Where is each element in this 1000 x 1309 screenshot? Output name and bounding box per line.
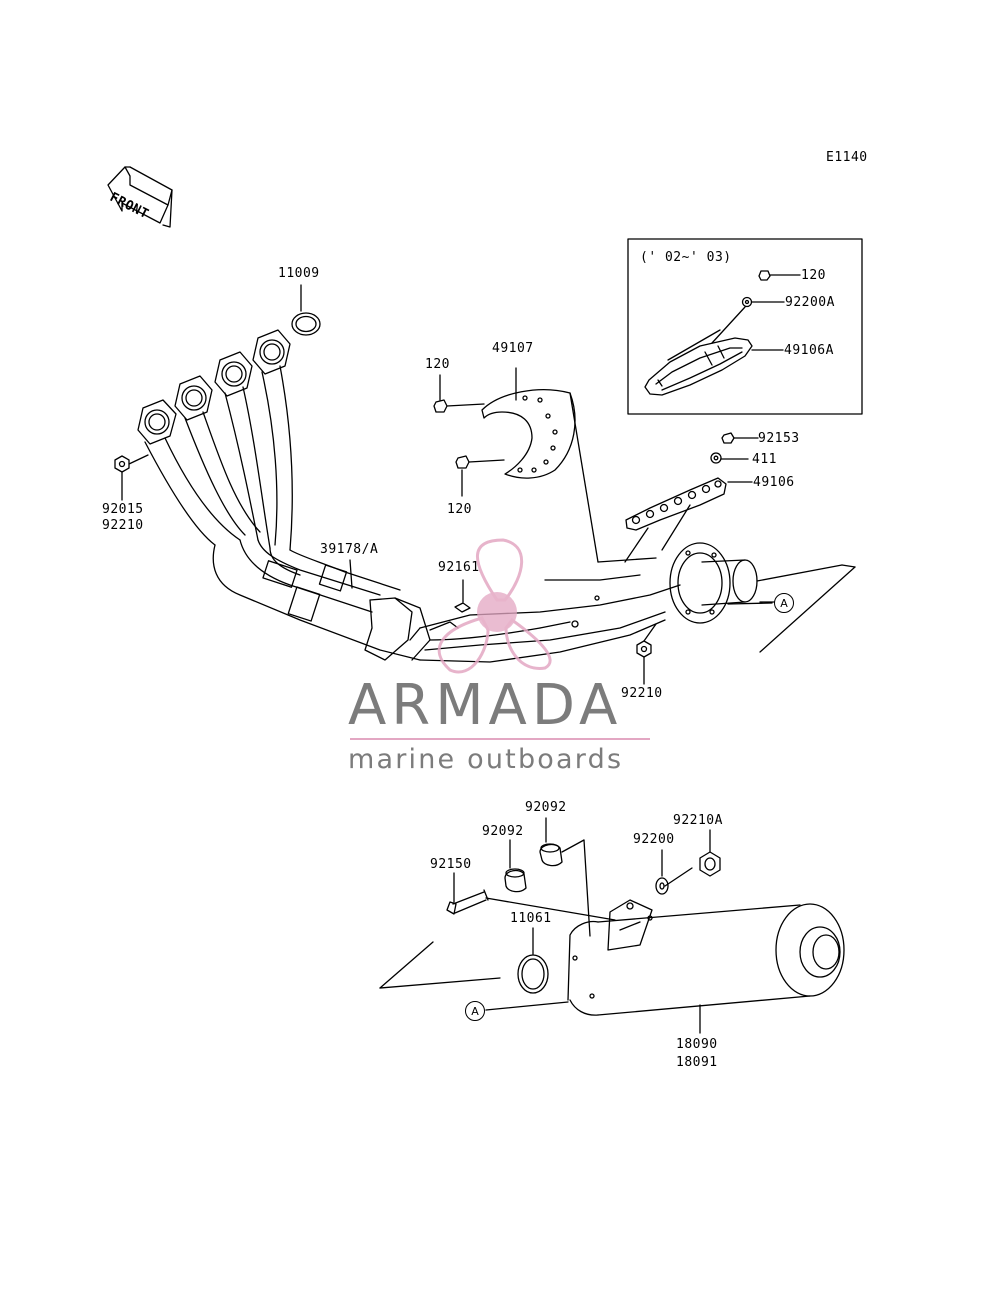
gasket-11009-icon (291, 284, 321, 336)
label-120-lower: 120 (447, 502, 472, 517)
label-92210A: 92210A (673, 813, 723, 828)
header-pipes (144, 365, 421, 661)
diagram-code: E1140 (826, 150, 868, 165)
bolt-120-lower-icon (455, 455, 505, 497)
ref-a-lower: A (465, 1001, 485, 1021)
label-92092-lower: 92092 (482, 824, 524, 839)
inset-box (627, 238, 863, 415)
label-49107: 49107 (492, 341, 534, 356)
label-92150: 92150 (430, 857, 472, 872)
header-flanges (137, 329, 291, 445)
nut-92210A-icon (699, 829, 721, 877)
watermark-title: ARMADA (348, 673, 623, 738)
label-92200: 92200 (633, 832, 675, 847)
label-92200A: 92200A (785, 295, 835, 310)
label-92015: 92015 (102, 502, 144, 517)
inset-bolt-icon (758, 270, 801, 281)
front-arrow-icon (107, 166, 173, 228)
nut-92210-icon (636, 623, 657, 685)
collector (262, 560, 681, 663)
armada-propeller-logo-icon (437, 538, 552, 674)
bolt-120-icon (433, 374, 485, 413)
label-92210-left: 92210 (102, 518, 144, 533)
ref-a-upper: A (774, 593, 794, 613)
label-411: 411 (752, 452, 777, 467)
label-18090: 18090 (676, 1037, 718, 1052)
label-92161: 92161 (438, 560, 480, 575)
label-11009: 11009 (278, 266, 320, 281)
label-92092-upper: 92092 (525, 800, 567, 815)
label-92153: 92153 (758, 431, 800, 446)
washer-411-icon (710, 452, 749, 464)
bolt-92153-icon (721, 432, 759, 444)
nut-92092-icon (504, 839, 527, 893)
label-120-inset: 120 (801, 268, 826, 283)
nut-92015-icon (114, 454, 149, 501)
label-11061: 11061 (510, 911, 552, 926)
gasket-11061-icon (517, 927, 549, 994)
inset-guard-icon (644, 329, 784, 396)
label-18091: 18091 (676, 1055, 718, 1070)
heat-guard-49107-icon (481, 367, 657, 563)
label-92210-right: 92210 (621, 686, 663, 701)
leader-39178 (349, 559, 353, 589)
label-120-upper: 120 (425, 357, 450, 372)
watermark-rule (350, 738, 650, 740)
nut-92092-upper-icon (539, 817, 563, 867)
label-49106: 49106 (753, 475, 795, 490)
assembly-lines (379, 839, 693, 1011)
watermark-subtitle: marine outboards (348, 744, 624, 775)
clip-92161-icon (454, 579, 471, 613)
bolt-92150-icon (446, 872, 489, 915)
washer-92200-icon (655, 849, 669, 895)
tailpipe-flange (669, 542, 856, 653)
muffler-18090-icon (567, 899, 845, 1034)
hanger-49106-icon (624, 477, 753, 563)
inset-washer-icon (711, 296, 785, 344)
label-39178A: 39178/A (320, 542, 379, 557)
label-49106A: 49106A (784, 343, 834, 358)
inset-note: (' 02~' 03) (640, 250, 732, 265)
